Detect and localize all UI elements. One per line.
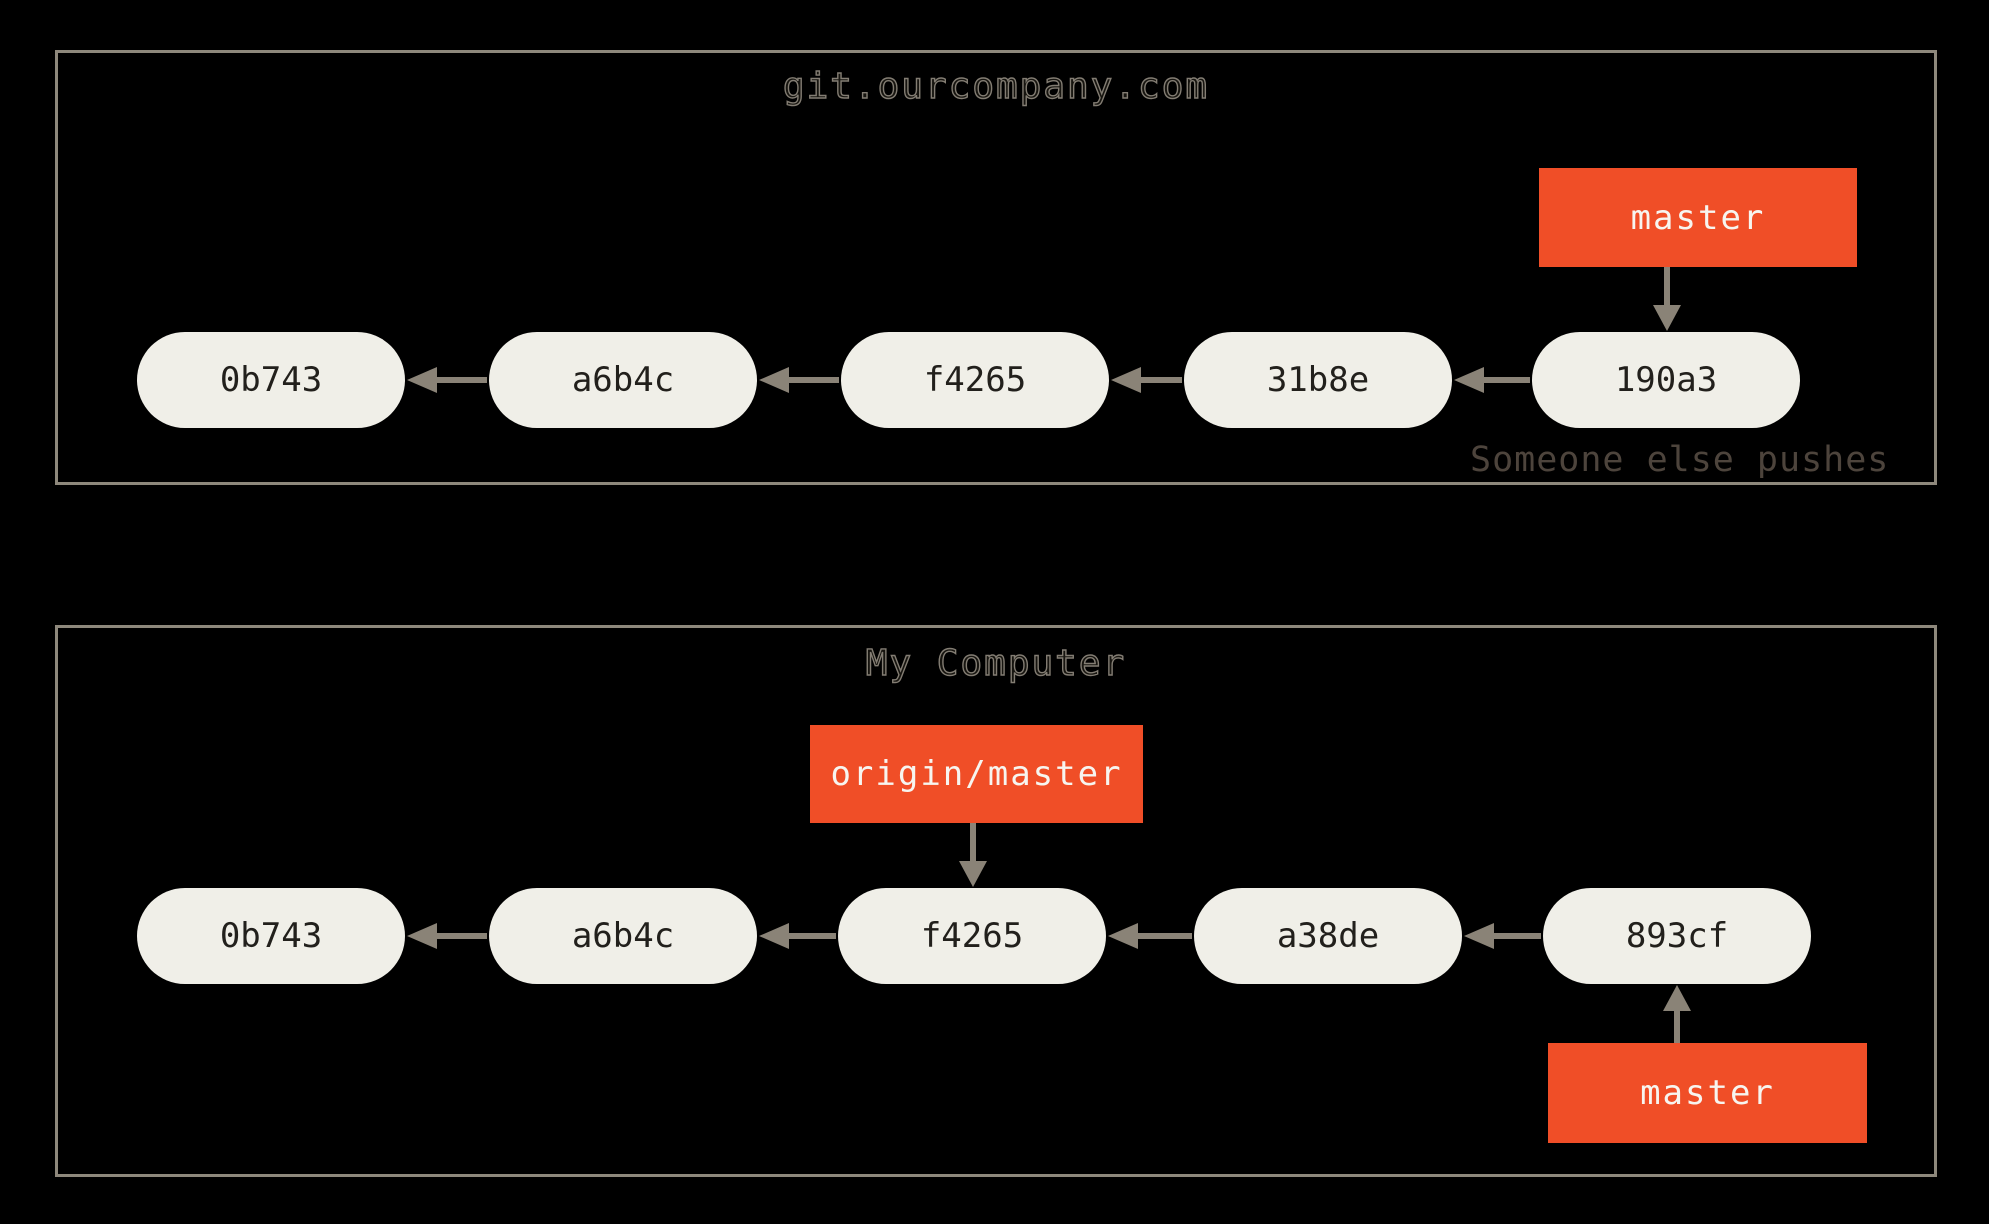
local-parent-arrow-1: [407, 923, 487, 949]
remote-repo-title: git.ourcompany.com: [782, 65, 1210, 107]
local-commit-893cf: 893cf: [1543, 888, 1811, 984]
local-commit-0b743: 0b743: [137, 888, 405, 984]
remote-commit-a6b4c: a6b4c: [489, 332, 757, 428]
remote-parent-arrow-2: [759, 367, 839, 393]
local-parent-arrow-4: [1464, 923, 1541, 949]
local-commit-a6b4c: a6b4c: [489, 888, 757, 984]
local-parent-arrow-2: [759, 923, 836, 949]
arrow-shaft: [1486, 933, 1541, 939]
remote-parent-arrow-3: [1111, 367, 1182, 393]
origin-master-pointer-arrow: [959, 823, 987, 887]
local-commit-f4265: f4265: [838, 888, 1106, 984]
remote-commit-190a3: 190a3: [1532, 332, 1800, 428]
remote-commit-0b743: 0b743: [137, 332, 405, 428]
remote-parent-arrow-1: [407, 367, 487, 393]
remote-commit-31b8e: 31b8e: [1184, 332, 1452, 428]
arrow-left-icon: [1111, 367, 1141, 393]
arrow-left-icon: [407, 367, 437, 393]
arrow-shaft: [970, 823, 976, 865]
arrow-left-icon: [407, 923, 437, 949]
arrow-shaft: [781, 933, 836, 939]
arrow-down-icon: [959, 861, 987, 887]
arrow-left-icon: [759, 923, 789, 949]
arrow-shaft: [429, 377, 487, 383]
arrow-left-icon: [1108, 923, 1138, 949]
arrow-up-icon: [1663, 985, 1691, 1011]
local-commit-a38de: a38de: [1194, 888, 1462, 984]
local-master-pointer-arrow: [1663, 985, 1691, 1043]
someone-else-pushes-annotation: Someone else pushes: [1470, 440, 1890, 480]
arrow-left-icon: [759, 367, 789, 393]
local-repo-box: [55, 625, 1937, 1177]
arrow-shaft: [1130, 933, 1192, 939]
remote-master-branch-label: master: [1539, 168, 1857, 267]
local-master-branch-label: master: [1548, 1043, 1867, 1143]
local-repo-title: My Computer: [865, 642, 1127, 684]
remote-commit-f4265: f4265: [841, 332, 1109, 428]
local-parent-arrow-3: [1108, 923, 1192, 949]
arrow-shaft: [1476, 377, 1530, 383]
remote-parent-arrow-4: [1454, 367, 1530, 393]
origin-master-branch-label: origin/master: [810, 725, 1143, 823]
arrow-shaft: [1133, 377, 1182, 383]
arrow-shaft: [1674, 1007, 1680, 1043]
arrow-shaft: [781, 377, 839, 383]
arrow-shaft: [1664, 267, 1670, 309]
remote-master-pointer-arrow: [1653, 267, 1681, 331]
remote-repo-box: [55, 50, 1937, 485]
arrow-left-icon: [1464, 923, 1494, 949]
arrow-down-icon: [1653, 305, 1681, 331]
arrow-left-icon: [1454, 367, 1484, 393]
arrow-shaft: [429, 933, 487, 939]
